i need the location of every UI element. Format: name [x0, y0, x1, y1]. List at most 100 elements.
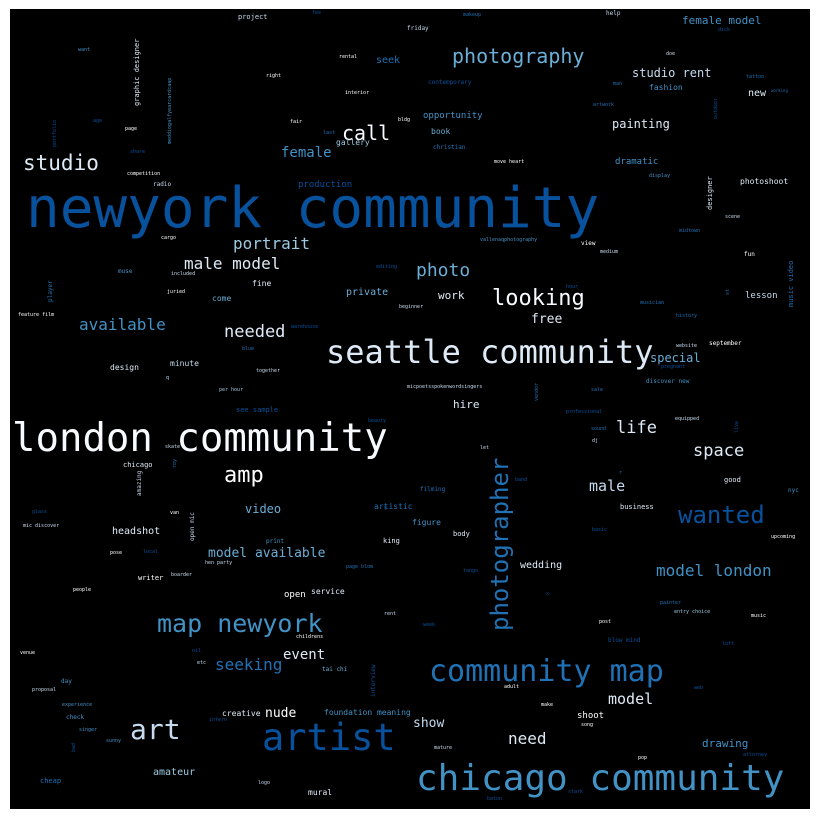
word-project: project: [238, 13, 268, 21]
word-people: people: [73, 587, 92, 593]
word-foundation-meaning: foundation meaning: [324, 708, 411, 717]
word-female-model: female model: [682, 14, 762, 27]
word-good: good: [724, 476, 741, 484]
word-gallery: gallery: [336, 138, 370, 147]
word-seeking: seeking: [215, 655, 283, 674]
word-hen-party: hen party: [205, 560, 233, 566]
word-shoot: shoot: [577, 711, 605, 721]
word-attorney: attorney: [743, 752, 768, 758]
word-loft: loft: [722, 641, 735, 647]
word-cargo: cargo: [161, 235, 177, 241]
word-nude: nude: [265, 706, 297, 721]
word-man: man: [613, 81, 623, 87]
word-tai-chi: tai chi: [322, 666, 348, 673]
word-photo: photo: [416, 260, 471, 281]
word-player: player: [47, 280, 54, 302]
word-micpoetsspokenwordsingers: micpoetsspokenwordsingers: [407, 384, 483, 390]
word-september: september: [709, 340, 742, 347]
word-post: post: [599, 619, 612, 625]
word-sale: sale: [591, 387, 604, 393]
word-show: show: [413, 716, 445, 731]
word-oil: oil: [192, 648, 202, 654]
word-rental: rental: [339, 54, 358, 60]
word-open: open: [284, 590, 306, 600]
word-studio: studio: [23, 151, 99, 175]
word-proposal: proposal: [32, 687, 57, 693]
word-website: website: [676, 343, 698, 349]
word-help: help: [606, 10, 621, 17]
word-interior: interior: [345, 90, 370, 96]
word-skate: skate: [165, 444, 181, 450]
word-special: special: [650, 351, 701, 365]
word-outdoor: outdoor: [713, 97, 719, 119]
word-intern: intern: [209, 717, 228, 723]
word-move-heart: move heart: [494, 159, 525, 165]
word-dramatic: dramatic: [615, 157, 659, 167]
word-live: live: [734, 420, 740, 433]
word-writer: writer: [138, 574, 164, 582]
word-cloud-canvas: newyork community seattle community lond…: [10, 9, 810, 809]
word-radio: radio: [153, 181, 172, 188]
word-artist: artist: [262, 716, 396, 759]
word-video: video: [245, 502, 282, 516]
word-production: production: [298, 180, 353, 190]
word-bldg: bldg: [398, 117, 411, 123]
word-portrait: portrait: [233, 234, 311, 253]
word-life: life: [616, 418, 657, 438]
word-interview: interview: [370, 664, 377, 697]
word-artwork: artwork: [593, 102, 615, 108]
word-upcoming: upcoming: [771, 534, 796, 540]
word-opportunity: opportunity: [423, 111, 483, 121]
word-singer: singer: [79, 727, 98, 733]
word-etc: etc: [197, 660, 207, 666]
word-sound: sound: [591, 426, 607, 432]
word-discover-new: discover new: [646, 378, 690, 385]
word-call: call: [342, 121, 391, 145]
word-makeup: makeup: [463, 12, 482, 18]
word-working: working: [771, 88, 788, 93]
word-r: r: [619, 470, 623, 476]
word-wedding: wedding: [520, 560, 563, 571]
word-creative: creative: [222, 709, 261, 718]
word-available: available: [79, 315, 166, 334]
word-roy: roy: [172, 458, 178, 468]
word-artistic: artistic: [374, 502, 413, 511]
word-music-video: music video: [787, 260, 795, 307]
word-together: together: [256, 368, 281, 374]
word-dj: dj: [592, 438, 599, 444]
word-model-london: model london: [656, 561, 772, 580]
word-baton: baton: [487, 796, 503, 802]
word-glass: glass: [32, 509, 48, 515]
word-male: male: [589, 477, 626, 495]
word-mic-discover: mic discover: [23, 523, 60, 529]
word-per-hour: per hour: [219, 387, 244, 393]
word-blue: blue: [242, 346, 255, 352]
word-professional: professional: [566, 409, 603, 415]
word-display: display: [649, 173, 671, 179]
word-wanted: wanted: [678, 501, 765, 529]
word-nyc: nyc: [788, 487, 799, 494]
word-need: need: [508, 729, 547, 748]
word-print: print: [266, 538, 285, 545]
word-photoshoot: photoshoot: [740, 177, 789, 186]
word-blow-mind: blow mind: [608, 637, 641, 644]
word-web: web: [694, 685, 704, 691]
word-scene: scene: [725, 214, 741, 220]
word-boarder: boarder: [171, 572, 193, 578]
word-looking: looking: [492, 286, 585, 311]
word-local: local: [143, 549, 159, 555]
word-design: design: [110, 363, 139, 372]
word-amazing: amazing: [136, 470, 143, 496]
word-included: included: [171, 271, 196, 277]
word-doe: doe: [666, 51, 676, 57]
word-muse: muse: [118, 268, 133, 275]
word-beauty: beauty: [368, 418, 387, 424]
word-pregnant: pregnant: [661, 364, 686, 370]
word-vallenaqphotography: vallenaqphotography: [480, 237, 538, 243]
word-fun: fun: [744, 251, 755, 258]
word-map-newyork: map newyork: [157, 609, 323, 638]
word-logo: logo: [258, 780, 271, 786]
word-event: event: [283, 647, 326, 663]
word-musician: musician: [640, 300, 665, 306]
word-service: service: [311, 587, 345, 596]
